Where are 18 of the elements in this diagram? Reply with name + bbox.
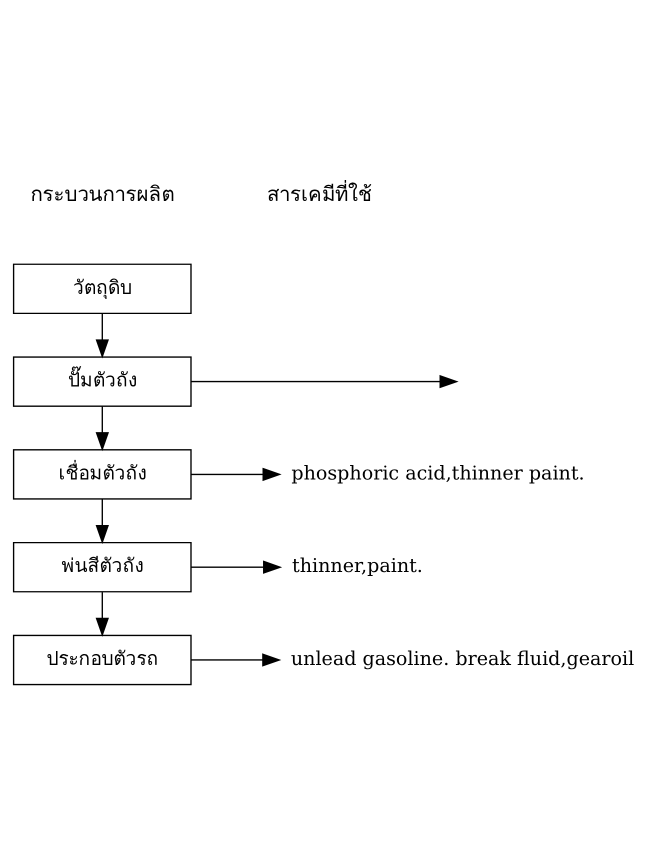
arrow: [191, 560, 282, 574]
node-box: วัตถุดิบ: [12, 263, 192, 314]
arrow: [96, 313, 109, 358]
arrow: [191, 467, 282, 481]
label: กระบวนการผลิต: [30, 181, 174, 206]
label: สารเคมีที่ใช้: [266, 181, 372, 206]
node-text: unlead gasoline. break fluid,gearoil: [290, 646, 634, 670]
node-box: ปั๊มตัวถัง: [12, 356, 192, 406]
node-text: phosphoric acid,thinner paint.: [291, 460, 585, 484]
arrow: [96, 592, 109, 636]
node-box: พ่นสีตัวถัง: [12, 541, 192, 592]
arrow: [96, 498, 109, 544]
node-text: thinner,paint.: [292, 554, 423, 577]
arrow: [96, 406, 109, 451]
arrow: [191, 374, 459, 388]
node-box: เชื่อมตัวถัง: [12, 448, 192, 500]
node-box: ประกอบตัวรถ: [12, 634, 192, 685]
arrow: [191, 652, 282, 666]
